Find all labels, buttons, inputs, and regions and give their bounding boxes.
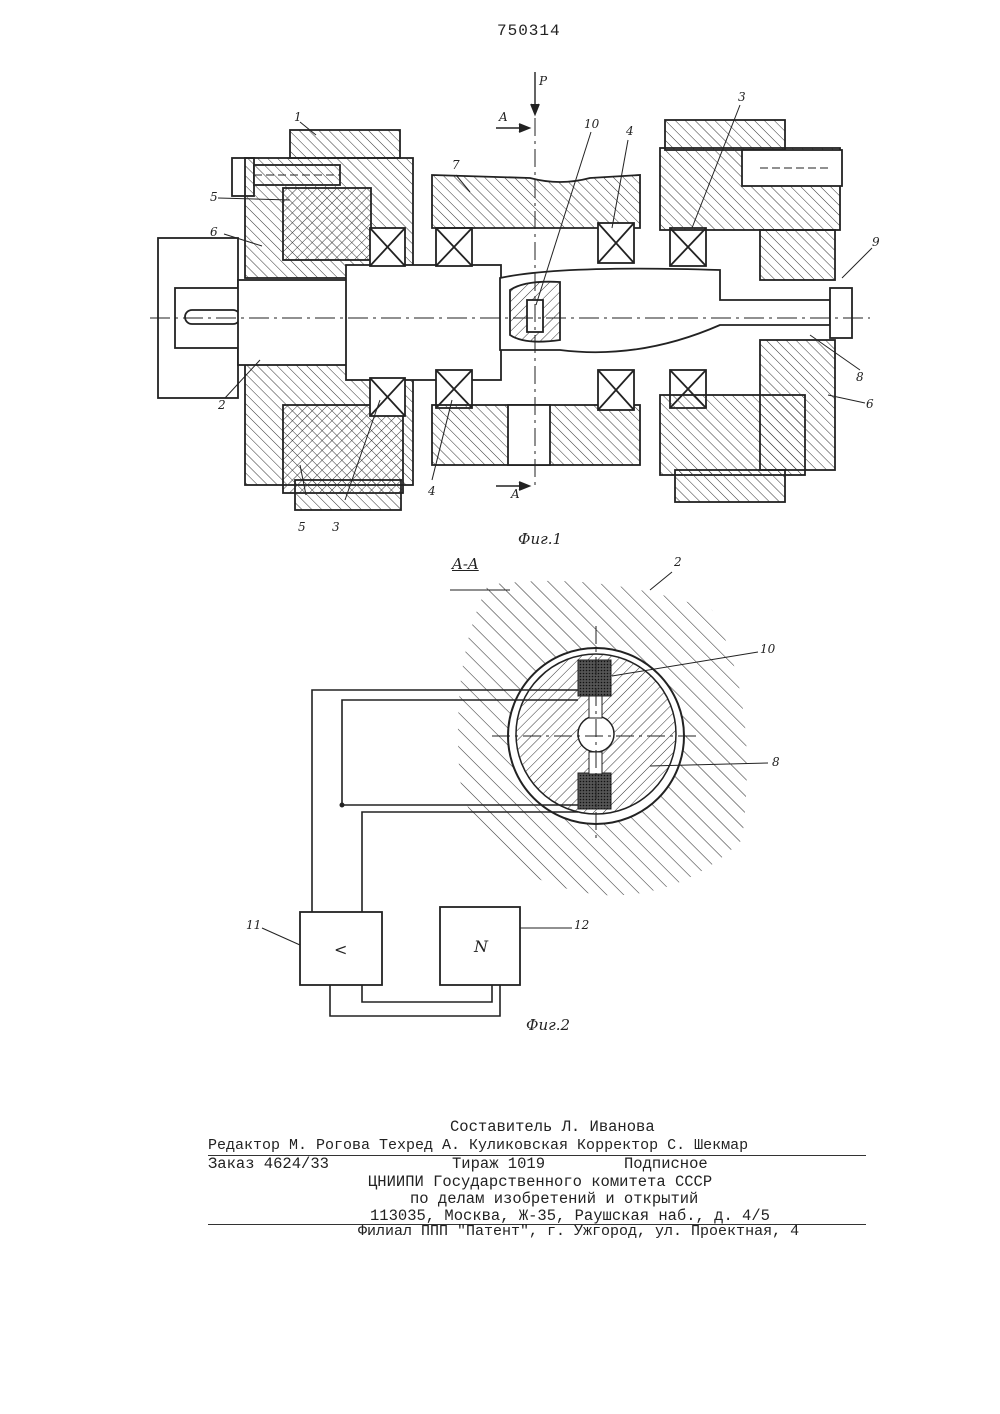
fig2-part-label-8: 8 bbox=[772, 755, 780, 769]
part-label-4-bottom: 4 bbox=[428, 484, 436, 498]
section-title: A-A bbox=[452, 555, 479, 573]
part-label-10: 10 bbox=[584, 117, 599, 131]
imprint-subscription: Подписное bbox=[624, 1157, 708, 1173]
part-label-6-right: 6 bbox=[866, 397, 874, 411]
part-label-8: 8 bbox=[856, 370, 864, 384]
part-label-5-bottom: 5 bbox=[298, 520, 306, 534]
part-label-2: 2 bbox=[218, 398, 226, 412]
imprint-order: Заказ 4624/33 bbox=[208, 1157, 329, 1173]
part-label-3-bottom: 3 bbox=[332, 520, 340, 534]
block-11-symbol: < bbox=[334, 940, 347, 959]
force-label: P bbox=[539, 74, 547, 88]
fig1-caption: Фиг.1 bbox=[518, 530, 562, 548]
fig2-part-label-12: 12 bbox=[574, 918, 589, 932]
part-label-7: 7 bbox=[452, 158, 460, 172]
imprint-composer: Составитель Л. Иванова bbox=[450, 1120, 655, 1136]
part-label-3-top: 3 bbox=[738, 90, 746, 104]
part-label-9: 9 bbox=[872, 235, 880, 249]
part-label-4-top: 4 bbox=[626, 124, 634, 138]
part-label-5-top: 5 bbox=[210, 190, 218, 204]
part-label-6-left: 6 bbox=[210, 225, 218, 239]
fig1-drawing bbox=[150, 72, 872, 510]
imprint-institute: ЦНИИПИ Государственного комитета СССР bbox=[368, 1175, 712, 1191]
imprint-committee: по делам изобретений и открытий bbox=[410, 1192, 698, 1208]
section-mark-top: A bbox=[499, 110, 508, 124]
imprint-print-run: Тираж 1019 bbox=[452, 1157, 545, 1173]
part-label-1: 1 bbox=[294, 110, 302, 124]
block-12-symbol: N bbox=[474, 937, 488, 956]
imprint-branch: Филиал ППП "Патент", г. Ужгород, ул. Про… bbox=[358, 1224, 799, 1239]
section-mark-bottom: A bbox=[511, 487, 520, 501]
fig2-part-label-2: 2 bbox=[674, 555, 682, 569]
imprint-editors: Редактор М. Рогова Техред А. Куликовская… bbox=[208, 1138, 748, 1153]
fig2-part-label-11: 11 bbox=[246, 918, 261, 932]
fig2-caption: Фиг.2 bbox=[526, 1016, 570, 1034]
fig2-part-label-10: 10 bbox=[760, 642, 775, 656]
